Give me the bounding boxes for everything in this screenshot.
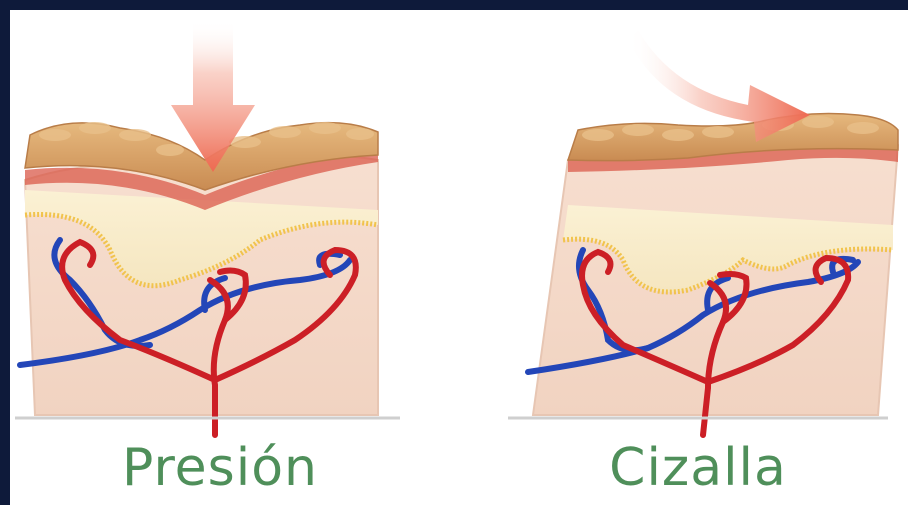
pressure-label: Presión bbox=[10, 438, 430, 498]
shear-label: Cizalla bbox=[488, 438, 908, 498]
diagram-frame: Presión bbox=[10, 10, 908, 505]
pressure-illustration bbox=[10, 10, 430, 440]
pressure-panel: Presión bbox=[10, 10, 430, 505]
shear-panel: Cizalla bbox=[488, 10, 908, 505]
shear-illustration bbox=[488, 10, 908, 440]
